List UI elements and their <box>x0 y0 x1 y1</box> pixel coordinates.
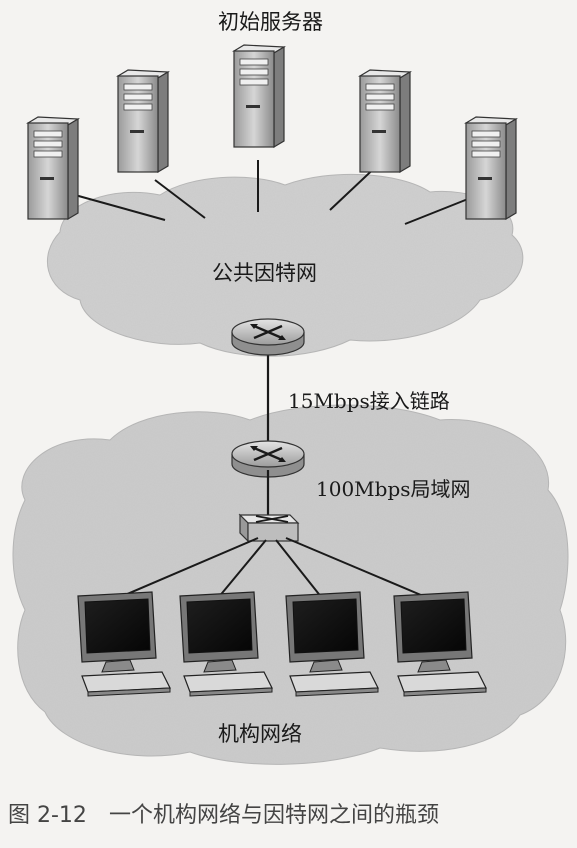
figure-number: 图 2-12 <box>8 803 87 828</box>
router-internet-icon <box>231 318 305 356</box>
institution-label: 机构网络 <box>218 722 302 746</box>
computer-4-icon <box>393 591 487 697</box>
internet-label: 公共因特网 <box>212 261 317 285</box>
computer-3-icon <box>285 591 379 697</box>
server-4 <box>357 69 413 174</box>
router-institution-icon <box>231 440 305 478</box>
lan-label: 100Mbps局域网 <box>316 477 471 501</box>
figure-caption-text: 一个机构网络与因特网之间的瓶颈 <box>108 803 439 828</box>
lan-links <box>117 537 429 599</box>
computer-1-icon <box>77 591 171 697</box>
switch-icon <box>238 513 300 543</box>
server-5 <box>463 116 519 221</box>
access-link-label: 15Mbps接入链路 <box>288 389 450 413</box>
servers-label: 初始服务器 <box>218 10 323 34</box>
figure-caption: 图 2-12 一个机构网络与因特网之间的瓶颈 <box>8 797 568 829</box>
server-2 <box>115 69 171 174</box>
server-3 <box>231 44 287 149</box>
computer-2-icon <box>179 591 273 697</box>
server-1 <box>25 116 81 221</box>
